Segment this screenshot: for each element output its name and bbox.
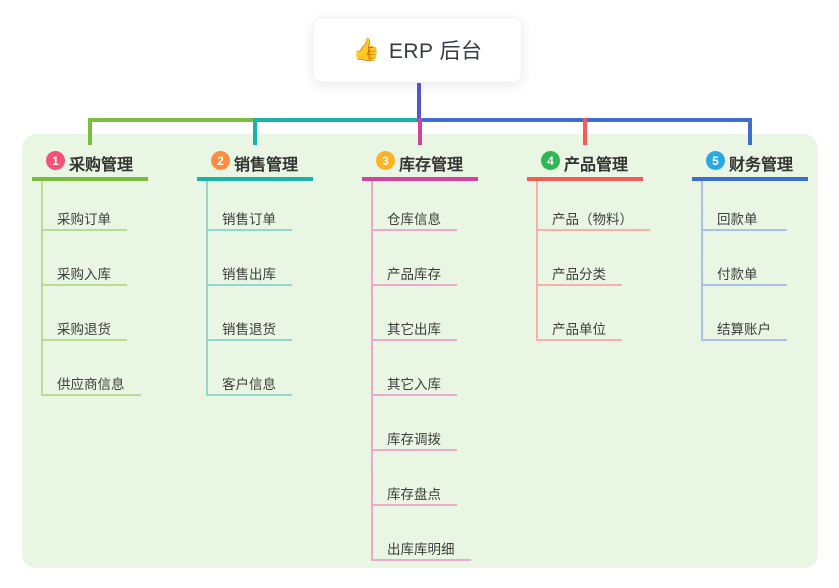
child-underline bbox=[40, 229, 127, 231]
child-underline bbox=[700, 229, 787, 231]
child-item[interactable]: 出库库明细 bbox=[387, 542, 455, 557]
child-underline bbox=[535, 339, 622, 341]
branch-horizontal-line bbox=[88, 118, 257, 122]
child-item[interactable]: 销售订单 bbox=[222, 212, 276, 227]
branch-horizontal-line bbox=[253, 118, 421, 122]
children-connector-line bbox=[205, 180, 208, 396]
branch-drop-line bbox=[583, 118, 587, 145]
child-item[interactable]: 产品分类 bbox=[552, 267, 606, 282]
branch-drop-line bbox=[418, 118, 422, 145]
child-underline bbox=[535, 284, 622, 286]
child-item[interactable]: 仓库信息 bbox=[387, 212, 441, 227]
branch-underline bbox=[527, 177, 643, 181]
child-underline bbox=[40, 284, 127, 286]
child-underline bbox=[370, 559, 471, 561]
child-underline bbox=[370, 394, 457, 396]
child-underline bbox=[700, 339, 787, 341]
child-item[interactable]: 采购订单 bbox=[57, 212, 111, 227]
child-underline bbox=[700, 284, 787, 286]
branch-underline bbox=[32, 177, 148, 181]
child-underline bbox=[535, 229, 650, 231]
branch-number-badge: 2 bbox=[211, 151, 230, 170]
child-underline bbox=[40, 339, 127, 341]
branch-number-badge: 3 bbox=[376, 151, 395, 170]
branch-drop-line bbox=[253, 118, 257, 145]
branch-title[interactable]: 销售管理 bbox=[234, 157, 299, 174]
branch-underline bbox=[197, 177, 313, 181]
branches-panel bbox=[22, 134, 818, 568]
child-item[interactable]: 回款单 bbox=[717, 212, 758, 227]
children-connector-line bbox=[370, 180, 373, 561]
child-underline bbox=[205, 284, 292, 286]
child-item[interactable]: 付款单 bbox=[717, 267, 758, 282]
child-item[interactable]: 供应商信息 bbox=[57, 377, 125, 392]
child-item[interactable]: 库存盘点 bbox=[387, 487, 441, 502]
branch-title[interactable]: 采购管理 bbox=[69, 157, 134, 174]
child-underline bbox=[370, 284, 457, 286]
branch-title[interactable]: 产品管理 bbox=[564, 157, 629, 174]
branch-number-badge: 5 bbox=[706, 151, 725, 170]
child-item[interactable]: 销售出库 bbox=[222, 267, 276, 282]
child-item[interactable]: 采购退货 bbox=[57, 322, 111, 337]
child-item[interactable]: 库存调拨 bbox=[387, 432, 441, 447]
children-connector-line bbox=[700, 180, 703, 341]
child-item[interactable]: 产品单位 bbox=[552, 322, 606, 337]
branch-number-badge: 1 bbox=[46, 151, 65, 170]
children-connector-line bbox=[40, 180, 43, 396]
branch-number-badge: 4 bbox=[541, 151, 560, 170]
child-underline bbox=[370, 339, 457, 341]
branch-underline bbox=[362, 177, 478, 181]
child-item[interactable]: 其它出库 bbox=[387, 322, 441, 337]
child-item[interactable]: 其它入库 bbox=[387, 377, 441, 392]
child-item[interactable]: 产品（物料） bbox=[552, 212, 633, 227]
child-underline bbox=[370, 229, 457, 231]
root-stem-line bbox=[417, 83, 421, 122]
branch-underline bbox=[692, 177, 808, 181]
child-item[interactable]: 结算账户 bbox=[717, 322, 771, 337]
child-underline bbox=[40, 394, 141, 396]
branch-drop-line bbox=[88, 118, 92, 145]
root-node[interactable]: 👍 ERP 后台 bbox=[313, 17, 522, 83]
child-underline bbox=[370, 504, 457, 506]
child-item[interactable]: 产品库存 bbox=[387, 267, 441, 282]
branch-title[interactable]: 财务管理 bbox=[729, 157, 794, 174]
child-item[interactable]: 销售退货 bbox=[222, 322, 276, 337]
branch-title[interactable]: 库存管理 bbox=[399, 157, 464, 174]
branch-drop-line bbox=[748, 118, 752, 145]
child-underline bbox=[205, 229, 292, 231]
root-node-label: ERP 后台 bbox=[388, 40, 483, 63]
thumbs-up-icon: 👍 bbox=[352, 37, 380, 62]
child-underline bbox=[370, 449, 457, 451]
child-item[interactable]: 客户信息 bbox=[222, 377, 276, 392]
child-item[interactable]: 采购入库 bbox=[57, 267, 111, 282]
child-underline bbox=[205, 394, 292, 396]
children-connector-line bbox=[535, 180, 538, 341]
child-underline bbox=[205, 339, 292, 341]
